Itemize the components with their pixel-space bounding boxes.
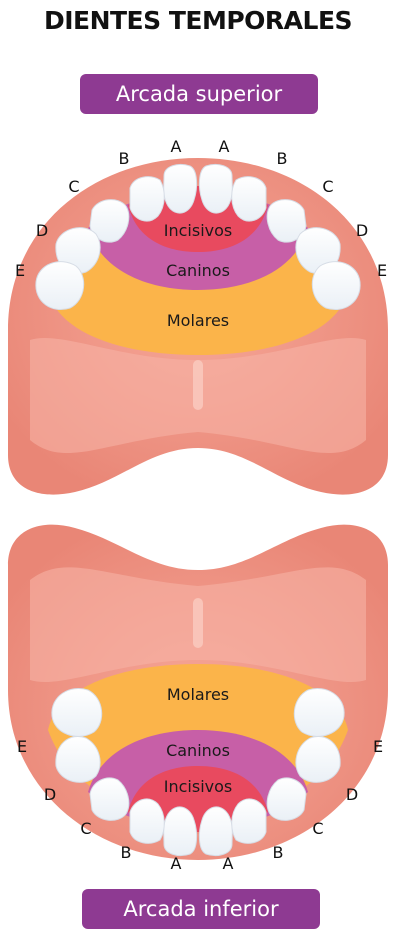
upper-letter-d-right: D	[356, 221, 368, 240]
lower-tooth-a-left	[164, 807, 197, 856]
upper-arch-label: Arcada superior	[80, 74, 318, 114]
upper-molars-label: Molares	[167, 311, 229, 330]
upper-letter-b-right: B	[277, 149, 288, 168]
lower-canines-label: Caninos	[166, 741, 230, 760]
lower-tooth-e-right	[294, 688, 344, 736]
lower-letter-e-right: E	[373, 737, 383, 756]
lower-arch: Molares Caninos Incisivos A A B B C C D …	[8, 525, 388, 873]
lower-letter-c-right: C	[312, 819, 323, 838]
lower-letter-b-left: B	[121, 843, 132, 862]
lower-arch-label: Arcada inferior	[82, 889, 320, 929]
lower-tooth-e-left	[52, 688, 102, 736]
lower-midline-highlight	[193, 598, 203, 648]
lower-incisors-label: Incisivos	[164, 777, 232, 796]
upper-tooth-e-right	[312, 262, 360, 310]
lower-letter-b-right: B	[273, 843, 284, 862]
upper-letter-d-left: D	[36, 221, 48, 240]
lower-tooth-d-left	[56, 736, 100, 782]
lower-letter-e-left: E	[17, 737, 27, 756]
upper-letter-c-left: C	[68, 177, 79, 196]
upper-tooth-a-right	[199, 164, 232, 213]
upper-arch: Incisivos Caninos Molares A A B B C C D …	[8, 137, 388, 495]
lower-molars-label: Molares	[167, 685, 229, 704]
upper-letter-a-right: A	[219, 137, 230, 156]
upper-tooth-e-left	[36, 262, 84, 310]
upper-tooth-a-left	[164, 164, 197, 213]
upper-tooth-b-left	[130, 177, 164, 221]
lower-tooth-a-right	[199, 807, 232, 856]
lower-letter-d-right: D	[346, 785, 358, 804]
lower-tooth-b-left	[130, 799, 164, 843]
lower-letter-c-left: C	[80, 819, 91, 838]
lower-letter-a-right: A	[223, 854, 234, 873]
upper-letter-b-left: B	[119, 149, 130, 168]
upper-tooth-b-right	[232, 177, 266, 221]
upper-midline-highlight	[193, 360, 203, 410]
lower-tooth-d-right	[296, 736, 340, 782]
lower-tooth-b-right	[232, 799, 266, 843]
upper-letter-a-left: A	[171, 137, 182, 156]
upper-letter-e-left: E	[15, 261, 25, 280]
page-title: DIENTES TEMPORALES	[0, 6, 396, 35]
upper-canines-label: Caninos	[166, 261, 230, 280]
upper-incisors-label: Incisivos	[164, 221, 232, 240]
upper-letter-e-right: E	[377, 261, 387, 280]
upper-letter-c-right: C	[322, 177, 333, 196]
lower-letter-a-left: A	[171, 854, 182, 873]
lower-letter-d-left: D	[44, 785, 56, 804]
